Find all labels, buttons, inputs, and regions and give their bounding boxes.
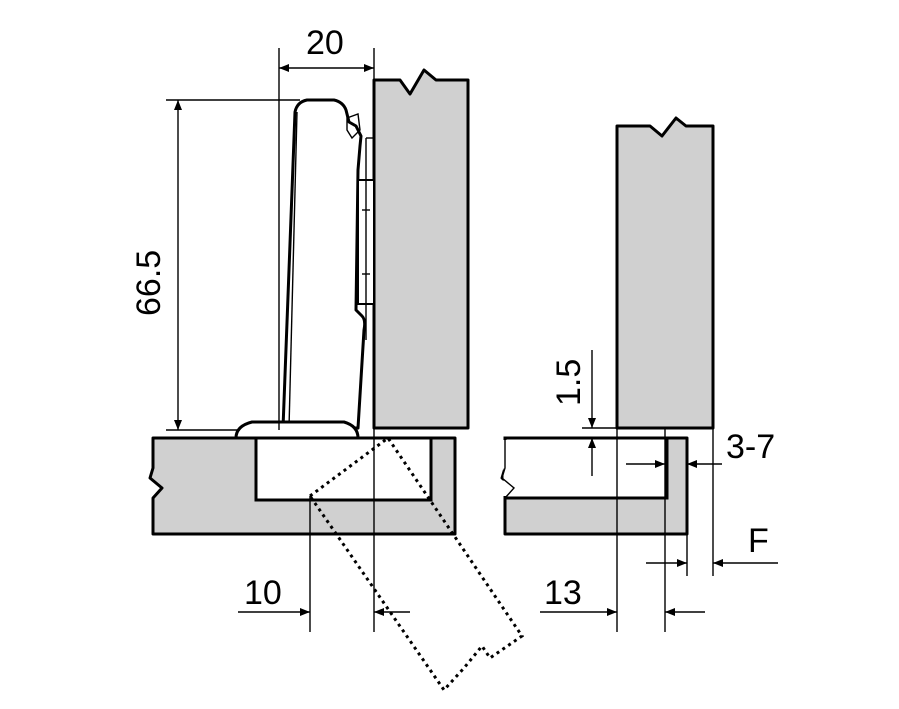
dim-label-3-7: 3-7 [726,428,775,466]
door-panel-left [372,68,470,430]
dim-label-1-5: 1.5 [550,359,588,406]
hinge-clip [346,113,361,140]
dim-label-66-5: 66.5 [130,250,168,316]
opened-door-outline [308,435,525,693]
panel-right-break [501,438,516,499]
hinge-arm [281,98,367,430]
hinge-inner-edge [288,111,298,429]
hinge-cup-recess [254,436,433,502]
dim-label-20: 20 [306,24,344,62]
dim-label-f: F [748,522,769,560]
hinge-base-cup [234,420,360,440]
door-panel-right [615,116,715,430]
dim-label-10: 10 [244,574,282,612]
dim-label-13: 13 [544,574,582,612]
panel-recess-right [503,436,669,500]
